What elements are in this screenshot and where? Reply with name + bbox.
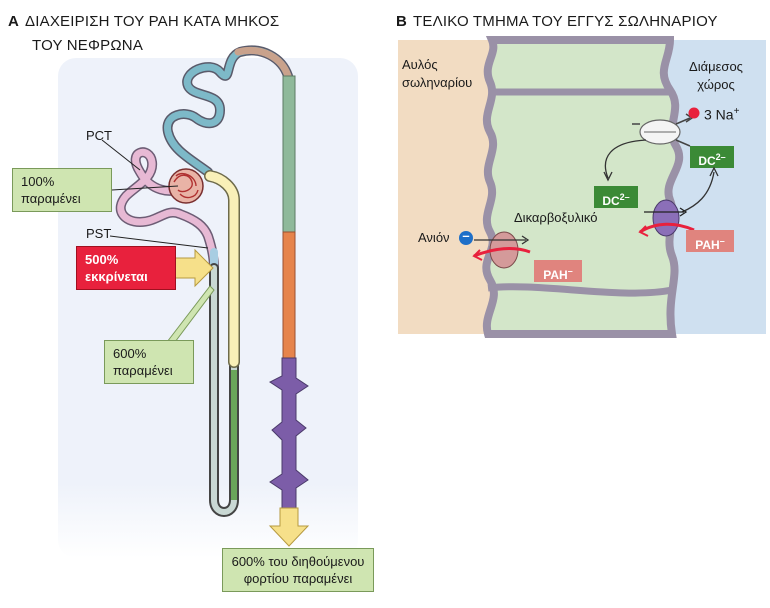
retained-600-text: παραμένει: [113, 363, 173, 378]
pct-leader: [101, 139, 141, 171]
anion-pah-exchanger-icon: [472, 231, 531, 269]
dc-interstitium-box: [690, 146, 734, 168]
secreted-500-value: 500%: [85, 252, 119, 267]
pah-apical-charge: –: [567, 266, 573, 276]
pah-basolateral-box: [686, 230, 734, 252]
lumen-label: Αυλός σωληναρίου: [402, 56, 522, 92]
pah-apical-box: [534, 260, 582, 282]
dc-cell-text: DC: [602, 194, 620, 208]
pah-basolateral-charge: –: [719, 236, 725, 246]
panel-b-letter: B: [396, 13, 408, 30]
interstitium-label-line1: Διάμεσος: [689, 59, 743, 74]
pah-basolateral-text: PAH: [695, 238, 720, 252]
dc-interstitium-label: DC2–: [690, 146, 734, 168]
sodium-ion-icon: [688, 107, 700, 119]
final-load-line1: 600% του διηθούμενου: [231, 554, 365, 569]
pct-label: PCT: [86, 128, 112, 143]
dc-interstitium-charge: 2–: [715, 152, 726, 162]
retained-100-box: 100% παραμένει: [12, 168, 112, 212]
glomerular-capillaries: [173, 172, 199, 199]
final-load-box: 600% του διηθούμενου φορτίου παραμένει: [222, 548, 374, 592]
interstitium-label-line2: χώρος: [697, 77, 735, 92]
retained-100-value: 100%: [21, 174, 55, 189]
panel-b-title-text: ΤΕΛΙΚΟ ΤΜΗΜΑ ΤΟΥ ΕΓΓΥΣ ΣΩΛΗΝΑΡΙΟΥ: [413, 13, 718, 30]
na-label-text: 3 Na: [704, 106, 734, 123]
urine-flow-arrow: [268, 507, 310, 547]
retained-600-box: 600% παραμένει: [104, 340, 194, 384]
pah-basolateral-label: PAH–: [686, 230, 734, 252]
pst-label: PST: [86, 226, 112, 241]
dc-interstitium-text: DC: [698, 154, 716, 168]
final-load-line2: φορτίου παραμένει: [243, 571, 353, 586]
pst-leader: [109, 235, 209, 249]
pah-apical-label: PAH–: [534, 260, 582, 282]
retained-100-text: παραμένει: [21, 191, 81, 206]
tight-junction-lower: [487, 283, 673, 297]
na-charge: +: [733, 106, 740, 117]
panel-a-title-line2: ΤΟΥ ΝΕΦΡΩΝΑ: [32, 37, 144, 54]
dc-cell-charge: 2–: [619, 192, 630, 202]
panel-b-title: B ΤΕΛΙΚΟ ΤΜΗΜΑ ΤΟΥ ΕΓΓΥΣ ΣΩΛΗΝΑΡΙΟΥ: [396, 12, 718, 32]
dc-cell-label: DC2–: [594, 186, 638, 208]
lumen-label-line2: σωληναρίου: [402, 75, 473, 90]
pah-apical-text: PAH: [543, 268, 568, 282]
dicarboxylic-label: Δικαρβοξυλικό: [514, 210, 598, 225]
secreted-500-text: εκκρίνεται: [85, 269, 148, 284]
anion-symbol: –: [462, 228, 470, 243]
dc-efflux-arrow: [681, 171, 715, 213]
dc-pah-exchanger-icon: [638, 199, 695, 237]
panel-a-letter: A: [8, 13, 20, 30]
lumen-label-line1: Αυλός: [402, 57, 438, 72]
anion-label: Ανιόν: [418, 230, 450, 245]
connecting-segment: [234, 47, 292, 80]
secreted-500-box: 500% εκκρίνεται: [76, 246, 176, 290]
secretion-arrow: [174, 248, 214, 288]
panel-a-title: A ΔΙΑΧΕΙΡΙΣΗ ΤΟΥ PAH ΚΑΤΑ ΜΗΚΟΣ: [8, 12, 279, 32]
na-dc-uptake-arrow: [604, 139, 647, 179]
interstitium-label: Διάμεσος χώρος: [676, 58, 756, 94]
panel-a-title-line1: ΔΙΑΧΕΙΡΙΣΗ ΤΟΥ PAH ΚΑΤΑ ΜΗΚΟΣ: [25, 13, 280, 30]
anion-icon: [459, 231, 473, 245]
na-label: 3 Na+: [704, 106, 739, 123]
retained-600-value: 600%: [113, 346, 147, 361]
dc-cell-box: [594, 186, 638, 208]
pct-box-leader: [111, 185, 179, 191]
